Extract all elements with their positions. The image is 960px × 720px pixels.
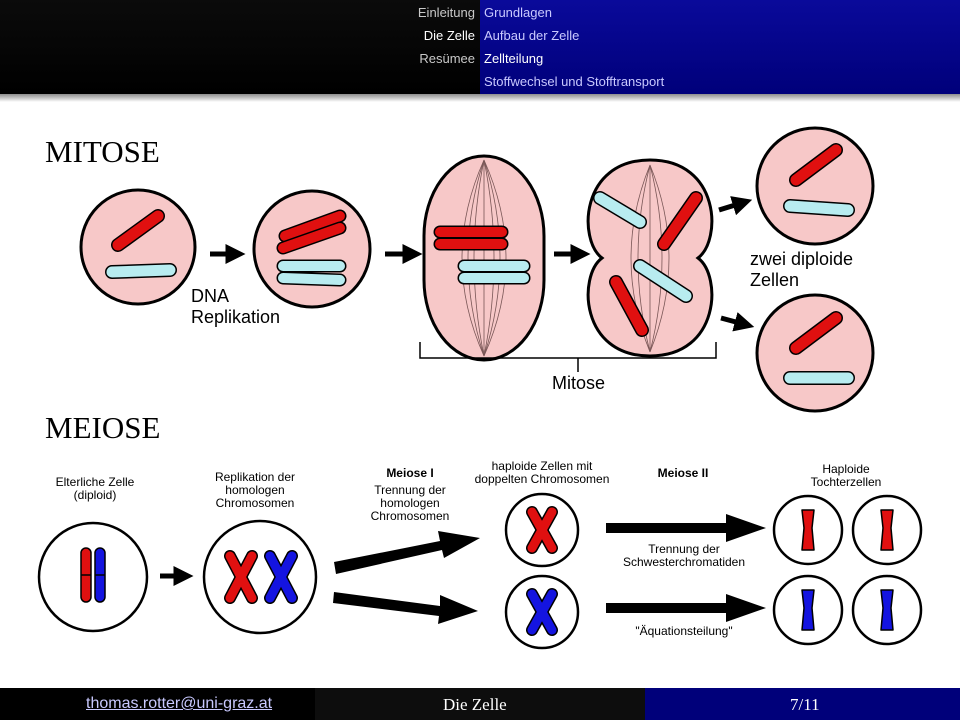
meiose-daughter-cell-3	[772, 574, 844, 646]
label-schwester-line1: Trennung der	[648, 542, 720, 556]
meiose-daughter-cell-2	[851, 494, 923, 566]
nav-section-resuemee[interactable]: Resümee	[419, 51, 475, 66]
footer-email-link[interactable]: thomas.rotter@uni-graz.at	[86, 695, 273, 712]
label-tochter-line2: Tochterzellen	[810, 475, 882, 489]
meiose-parent-cell	[37, 521, 149, 633]
mitose-title: MITOSE	[45, 134, 160, 169]
label-elterliche-zelle: Elterliche Zelle (diploid)	[42, 476, 148, 502]
label-trennung-homologen: Trennung der homologen Chromosomen	[355, 484, 465, 523]
label-haploide-tochterzellen: Haploide Tochterzellen	[796, 463, 896, 489]
footer-left	[0, 688, 315, 720]
label-haploide-line1: haploide Zellen mit	[491, 459, 593, 473]
header-subsections-bar	[480, 0, 960, 94]
label-replikation-homologen: Replikation der homologen Chromosomen	[200, 471, 310, 510]
label-dna: DNA	[191, 286, 230, 306]
label-trennung-line1: Trennung der	[374, 483, 446, 497]
mitose-arrow-up	[718, 196, 753, 216]
label-zellen: Zellen	[750, 270, 800, 290]
footer-page-number: 7/11	[790, 695, 820, 714]
label-replikation-line2: homologen	[225, 483, 285, 497]
footer-title: Die Zelle	[443, 695, 507, 714]
meiose-daughter-cell-4	[851, 574, 923, 646]
nav-section-einleitung[interactable]: Einleitung	[417, 5, 475, 20]
footer-middle	[315, 688, 645, 720]
meiose-daughter-cell-1	[772, 494, 844, 566]
label-mitose: Mitose	[552, 373, 606, 393]
nav-subsection-aufbau[interactable]: Aufbau der Zelle	[484, 28, 580, 43]
label-elterliche-line2: (diploid)	[73, 488, 117, 502]
label-zwei-diploide: zwei diploide	[750, 249, 854, 269]
label-tochter-line1: Haploide	[822, 462, 870, 476]
mitose-cell-4	[586, 158, 714, 358]
label-replikation-line3: Chromosomen	[215, 496, 295, 510]
mitose-cell-3	[422, 154, 546, 362]
mitose-bracket	[419, 342, 717, 372]
mitose-arrow-down	[720, 312, 755, 332]
mitose-daughter-cell-top	[755, 126, 875, 246]
header-sections-bar	[0, 0, 480, 94]
label-elterliche-line1: Elterliche Zelle	[55, 475, 135, 489]
nav-subsection-stoffwechsel[interactable]: Stoffwechsel und Stofftransport	[484, 74, 665, 89]
label-replikation-line1: Replikation der	[214, 470, 296, 484]
meiose1-arrow-down	[333, 592, 478, 624]
mitose-daughter-cell-bottom	[755, 293, 875, 413]
label-trennung-line3: Chromosomen	[370, 509, 450, 523]
label-meiose-1: Meiose I	[386, 466, 434, 480]
label-aequationsteilung: "Äquationsteilung"	[635, 624, 733, 638]
nav-section-die-zelle[interactable]: Die Zelle	[423, 28, 475, 43]
label-haploide-line2: doppelten Chromosomen	[474, 472, 610, 486]
nav-subsection-grundlagen[interactable]: Grundlagen	[484, 5, 552, 20]
meiose-haploid-cell-bottom	[504, 574, 580, 650]
header-shadow	[0, 94, 960, 102]
meiose2-arrow-top	[606, 514, 766, 542]
meiose-replicated-cell	[202, 519, 318, 635]
label-meiose-2: Meiose II	[657, 466, 709, 480]
meiose-title: MEIOSE	[45, 410, 161, 445]
footer-right	[645, 688, 960, 720]
meiose1-arrow-up	[334, 531, 480, 574]
mitose-cell-2	[252, 189, 372, 309]
label-trennung-schwester: Trennung der Schwesterchromatiden	[606, 543, 762, 569]
label-schwester-line2: Schwesterchromatiden	[622, 555, 746, 569]
meiose2-arrow-bottom	[606, 594, 766, 622]
mitose-cell-1	[79, 188, 197, 306]
label-trennung-line2: homologen	[380, 496, 440, 510]
label-haploide-doppelt: haploide Zellen mit doppelten Chromosome…	[470, 460, 614, 486]
nav-subsection-zellteilung[interactable]: Zellteilung	[484, 51, 544, 66]
label-replikation: Replikation	[191, 307, 281, 327]
meiose-haploid-cell-top	[504, 492, 580, 568]
